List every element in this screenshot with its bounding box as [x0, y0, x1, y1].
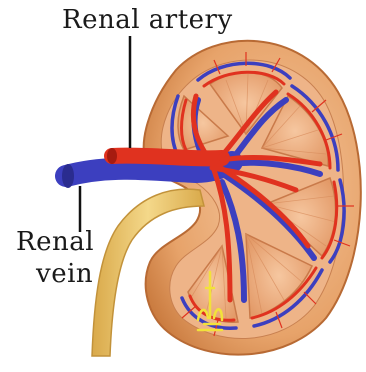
renal-vein-opening [62, 164, 74, 188]
renal-artery-opening [107, 148, 117, 164]
renal-vein-label-line1: Renal [16, 228, 94, 256]
renal-vein-label-line2: vein [36, 260, 93, 288]
renal-artery-label: Renal artery [62, 6, 233, 34]
